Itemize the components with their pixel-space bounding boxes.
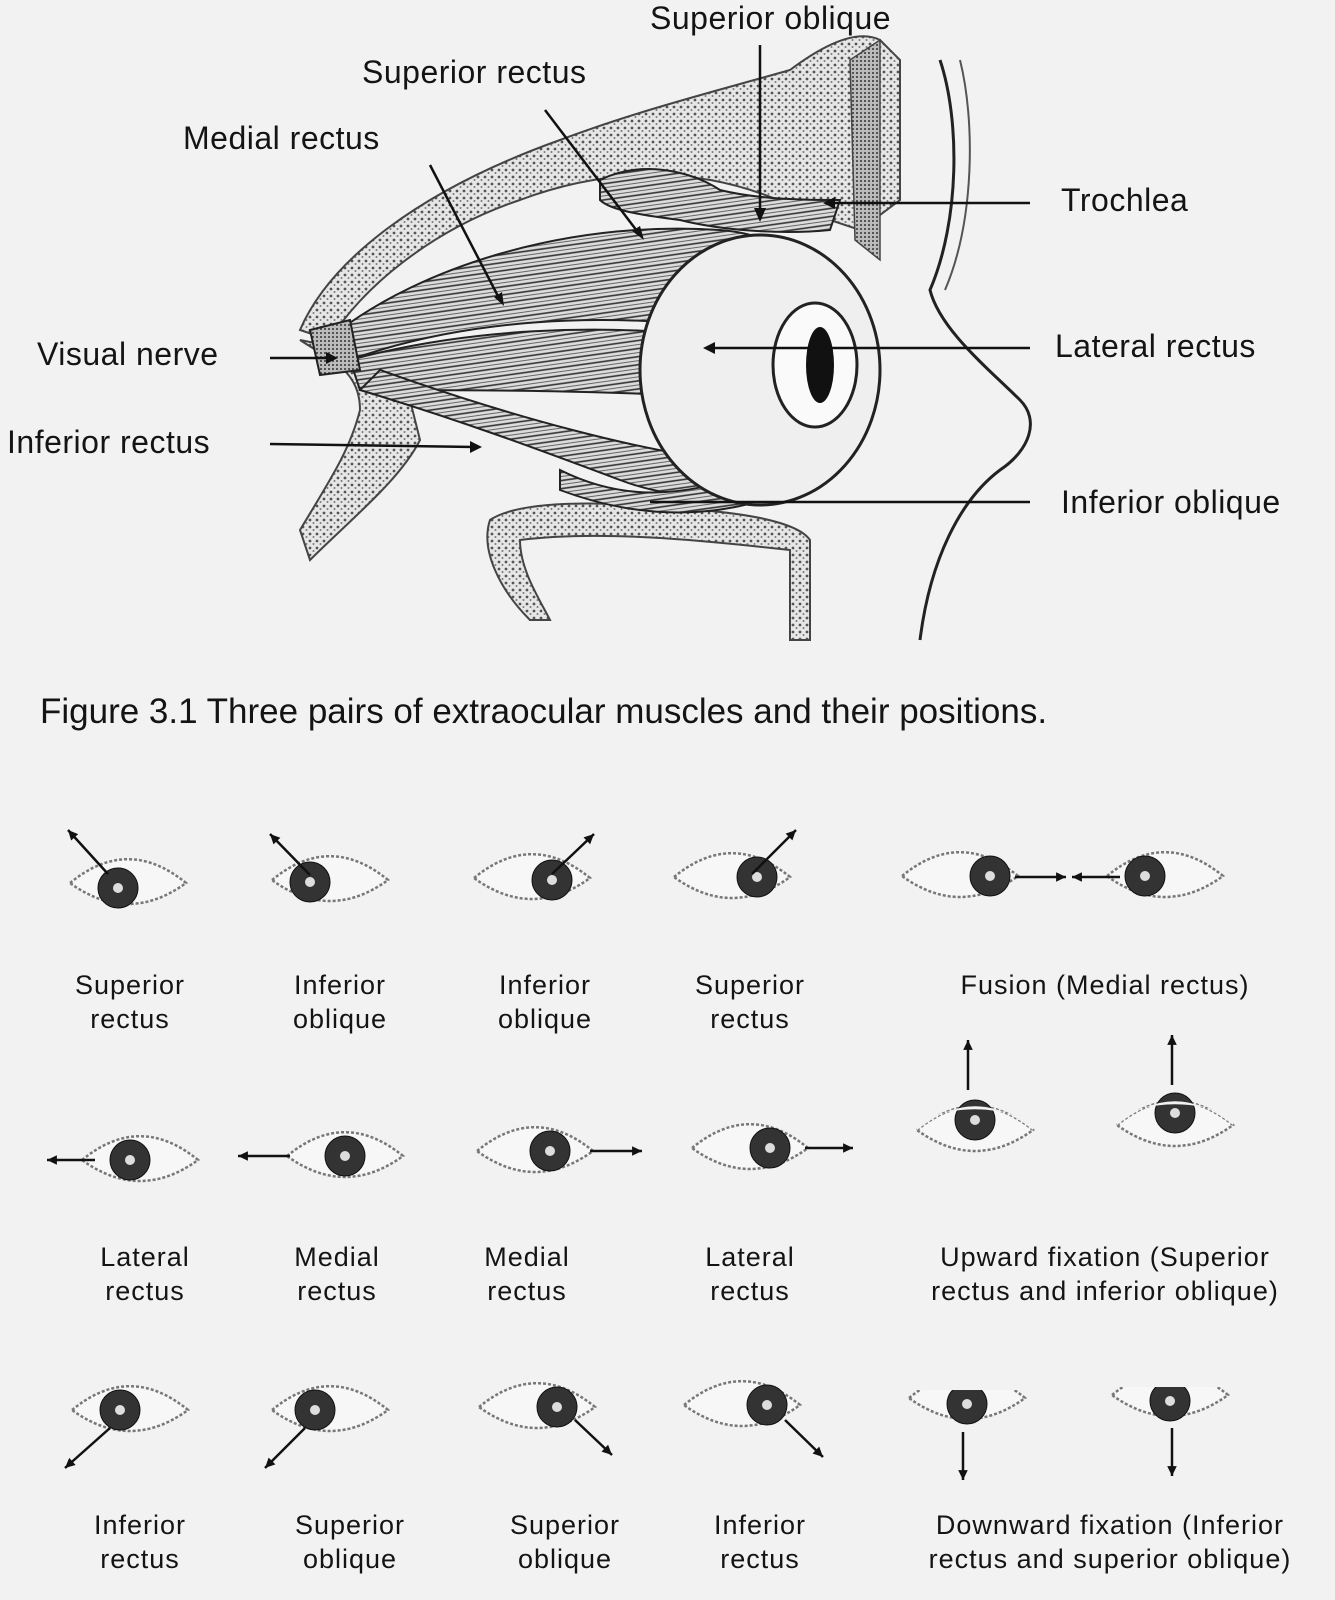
eye-position-label: Medial rectus — [247, 1240, 427, 1308]
arrow-r2-6 — [1167, 1035, 1177, 1085]
eye-position-label-line2: rectus and inferior oblique) — [931, 1276, 1279, 1306]
label-inferior-oblique: Inferior oblique — [1061, 484, 1281, 520]
eye-positions-diagram — [47, 829, 1236, 1480]
arrow-r3-1 — [64, 1427, 111, 1469]
eye-position-label: Medial rectus — [437, 1240, 617, 1308]
eye-position-label-line1: Lateral — [100, 1242, 190, 1272]
eye-position-label: Inferior rectus — [670, 1508, 850, 1576]
eye-r2-2 — [284, 1130, 406, 1179]
eye-r2-4 — [689, 1122, 811, 1171]
arrow-r1-fuse-a — [1015, 872, 1066, 882]
eye-position-label: Lateral rectus — [660, 1240, 840, 1308]
eye-position-label-line1: Lateral — [705, 1242, 795, 1272]
eye-position-label-line1: Inferior — [293, 970, 387, 1000]
eye-position-label-line1: Fusion (Medial rectus) — [960, 970, 1250, 1000]
arrow-r3-5 — [958, 1432, 968, 1480]
eye-position-label-line1: Upward fixation (Superior — [940, 1242, 1270, 1272]
eye-position-label-line1: Superior — [74, 970, 186, 1000]
eye-position-label-line2: rectus — [710, 1004, 790, 1034]
eye-position-label-line1: Medial — [294, 1242, 380, 1272]
label-medial-rectus: Medial rectus — [183, 120, 380, 156]
figure-caption: Figure 3.1 Three pairs of extraocular mu… — [40, 692, 1048, 731]
arrow-r1-3 — [551, 833, 595, 875]
eye-position-label: Superior oblique — [260, 1508, 440, 1576]
label-superior-rectus: Superior rectus — [362, 54, 587, 90]
eye-position-label-line2: rectus — [710, 1276, 790, 1306]
face-profile-line — [918, 59, 1032, 641]
eye-position-label-line1: Superior — [694, 970, 806, 1000]
arrow-r2-3 — [590, 1146, 642, 1156]
label-lateral-rectus: Lateral rectus — [1055, 328, 1256, 364]
eye-position-label-line1: Inferior — [93, 1510, 187, 1540]
eye-position-label: Inferior rectus — [50, 1508, 230, 1576]
eye-r3-3 — [476, 1381, 598, 1430]
eye-position-label-line1: Downward fixation (Inferior — [935, 1510, 1285, 1540]
arrow-r1-2 — [269, 833, 311, 876]
arrow-r1-1 — [67, 829, 109, 875]
eye-position-label: Superior rectus — [40, 968, 220, 1036]
eye-r3-1 — [69, 1384, 191, 1433]
label-superior-oblique: Superior oblique — [650, 0, 892, 36]
eye-position-label-line2: rectus and superior oblique) — [928, 1544, 1292, 1574]
eye-position-label-line1: Superior — [294, 1510, 406, 1540]
eye-r3-4 — [681, 1379, 803, 1428]
eye-r1-2 — [269, 854, 391, 903]
arrow-r2-1 — [47, 1155, 95, 1165]
arrow-r2-4 — [805, 1143, 853, 1153]
eye-position-label-line2: rectus — [100, 1544, 180, 1574]
arrow-r2-2 — [238, 1151, 290, 1161]
eye-r2-5 — [914, 1099, 1036, 1153]
eye-position-label: Lateral rectus — [55, 1240, 235, 1308]
eye-r2-6 — [1114, 1092, 1236, 1148]
eye-r3-2 — [269, 1384, 391, 1433]
eye-position-label-line2: rectus — [720, 1544, 800, 1574]
arrow-r3-6 — [1167, 1428, 1177, 1476]
arrow-r3-2 — [264, 1427, 306, 1469]
arrow-r3-4 — [784, 1419, 824, 1458]
arrow-r3-3 — [574, 1419, 613, 1456]
eye-position-label: Fusion (Medial rectus) — [895, 968, 1315, 1002]
eye-position-label: Superior oblique — [475, 1508, 655, 1576]
eye-position-label-line2: oblique — [517, 1544, 613, 1574]
label-trochlea: Trochlea — [1061, 182, 1189, 218]
eye-position-label-line2: oblique — [497, 1004, 593, 1034]
eye-r1-1 — [67, 857, 189, 909]
eye-r1-5 — [899, 850, 1021, 899]
eye-position-label-line2: rectus — [90, 1004, 170, 1034]
eye-position-label: Superior rectus — [660, 968, 840, 1036]
arrow-r2-5 — [963, 1040, 973, 1090]
eye-r1-6 — [1104, 850, 1226, 899]
eye-position-label-line2: rectus — [105, 1276, 185, 1306]
eye-position-label: Inferior oblique — [250, 968, 430, 1036]
eye-position-label-line1: Medial — [484, 1242, 570, 1272]
eye-position-label-line1: Inferior — [713, 1510, 807, 1540]
eye-r1-4 — [671, 851, 793, 900]
arrow-r1-4 — [751, 829, 797, 875]
pointer-arrowheads — [326, 197, 835, 453]
eye-position-label: Downward fixation (Inferior rectus and su… — [900, 1508, 1320, 1576]
eye-position-label-line1: Inferior — [498, 970, 592, 1000]
eye-position-label: Inferior oblique — [455, 968, 635, 1036]
label-visual-nerve: Visual nerve — [37, 336, 219, 372]
visual-nerve — [308, 318, 362, 377]
eye-r3-6 — [1109, 1365, 1231, 1422]
eye-position-label: Upward fixation (Superior rectus and infe… — [895, 1240, 1315, 1308]
eye-r2-3 — [474, 1125, 596, 1174]
eye-r3-5 — [906, 1368, 1028, 1425]
eye-position-label-line2: rectus — [487, 1276, 567, 1306]
eye-position-label-line2: oblique — [292, 1004, 388, 1034]
eye-position-label-line1: Superior — [509, 1510, 621, 1540]
eye-anatomy-illustration — [269, 35, 1032, 641]
label-pointers — [269, 45, 1030, 504]
eye-position-label-line2: rectus — [297, 1276, 377, 1306]
eyeball — [638, 233, 882, 507]
eye-position-label-line2: oblique — [302, 1544, 398, 1574]
eye-r2-1 — [79, 1134, 201, 1183]
arrow-r1-fuse-b — [1072, 872, 1120, 882]
eye-r1-3 — [471, 852, 593, 901]
label-inferior-rectus: Inferior rectus — [7, 424, 211, 460]
